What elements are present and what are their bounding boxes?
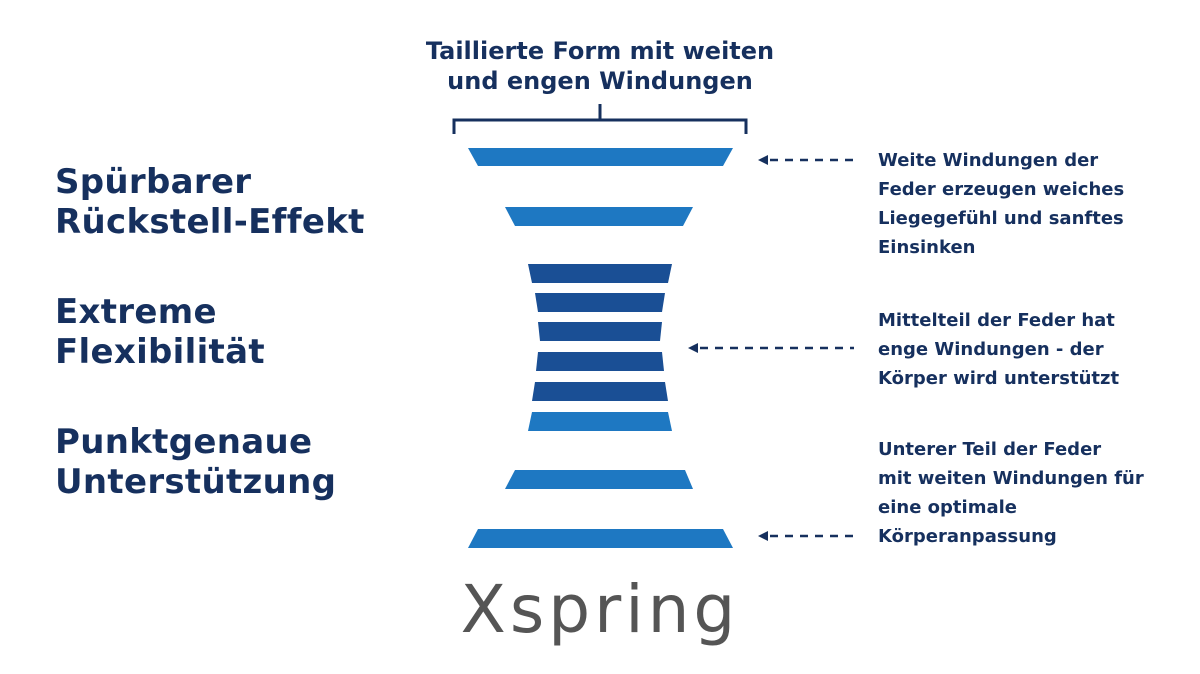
- note-top-line3: Liegegefühl und sanftes: [878, 208, 1124, 229]
- note-bottom-line4: Körperanpassung: [878, 526, 1057, 547]
- spring-diagram: [468, 148, 733, 548]
- feature-support-line1: Punktgenaue: [55, 422, 313, 462]
- feature-flexibility-line2: Flexibilität: [55, 332, 265, 372]
- feature-rebound: Spürbarer Rückstell-Effekt: [55, 162, 415, 242]
- coil-mid-5: [532, 382, 668, 401]
- coil-bottom-2: [468, 529, 733, 548]
- top-caption-line2: und engen Windungen: [447, 67, 753, 95]
- note-middle-line1: Mittelteil der Feder hat: [878, 310, 1115, 331]
- coil-top-2: [505, 207, 693, 226]
- feature-flexibility: Extreme Flexibilität: [55, 292, 415, 372]
- note-bottom-line3: eine optimale: [878, 497, 1017, 518]
- coil-mid-3: [538, 322, 662, 341]
- note-middle-line3: Körper wird unterstützt: [878, 368, 1120, 389]
- note-top-line2: Feder erzeugen weiches: [878, 179, 1125, 200]
- feature-support: Punktgenaue Unterstützung: [55, 422, 415, 502]
- note-top-line4: Einsinken: [878, 237, 976, 258]
- feature-flexibility-line1: Extreme: [55, 292, 217, 332]
- note-top-line1: Weite Windungen der: [878, 150, 1099, 171]
- feature-list: Spürbarer Rückstell-Effekt Extreme Flexi…: [55, 162, 415, 552]
- arrow-left-icon: [758, 531, 854, 541]
- note-middle-line2: enge Windungen - der: [878, 339, 1104, 360]
- arrow-left-icon: [688, 343, 854, 353]
- arrow-left-icon: [758, 155, 854, 165]
- coil-mid-4: [536, 352, 664, 371]
- coil-mid-1: [528, 264, 672, 283]
- note-bottom: Unterer Teil der Feder mit weiten Windun…: [878, 435, 1178, 551]
- feature-rebound-line2: Rückstell-Effekt: [55, 202, 365, 242]
- top-caption: Taillierte Form mit weiten und engen Win…: [400, 36, 800, 96]
- coil-mid-2: [535, 293, 665, 312]
- brand-logo: Xspring: [460, 571, 740, 648]
- coil-top-1: [468, 148, 733, 166]
- note-middle: Mittelteil der Feder hat enge Windungen …: [878, 306, 1178, 393]
- note-bottom-line2: mit weiten Windungen für: [878, 468, 1144, 489]
- coil-mid-6: [528, 412, 672, 431]
- note-top: Weite Windungen der Feder erzeugen weich…: [878, 146, 1178, 262]
- bracket-icon: [452, 104, 748, 134]
- coil-bottom-1: [505, 470, 693, 489]
- feature-rebound-line1: Spürbarer: [55, 162, 252, 202]
- feature-support-line2: Unterstützung: [55, 462, 337, 502]
- note-bottom-line1: Unterer Teil der Feder: [878, 439, 1102, 460]
- top-caption-line1: Taillierte Form mit weiten: [425, 37, 775, 65]
